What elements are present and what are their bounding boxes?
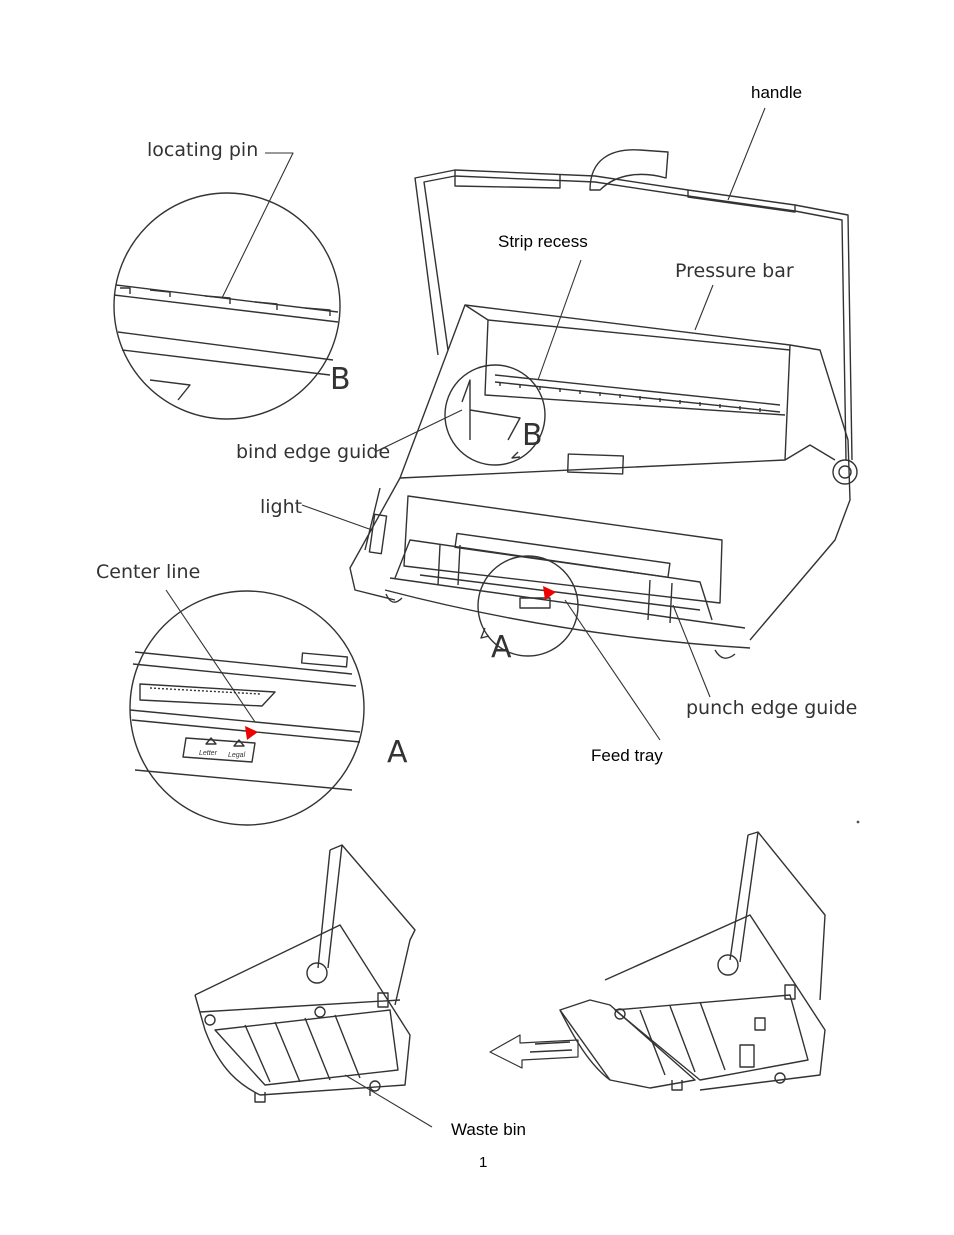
detail-b-indicator bbox=[444, 364, 546, 466]
waste-bin-label: Waste bin bbox=[451, 1120, 526, 1139]
bind-edge-guide-label: bind edge guide bbox=[236, 441, 391, 463]
center-marker-detail bbox=[245, 726, 258, 740]
machine-tilted-bin-open bbox=[559, 831, 826, 1091]
pressure-bar-label: Pressure bar bbox=[675, 260, 794, 282]
letter-size-label: Letter bbox=[199, 750, 217, 757]
zoom-circle-b bbox=[113, 192, 341, 420]
detail-a-marker-circle: A bbox=[387, 735, 408, 770]
machine-body bbox=[349, 304, 858, 659]
punch-edge-guide-label: punch edge guide bbox=[686, 697, 858, 719]
light-label: light bbox=[260, 496, 303, 518]
detail-a-indicator bbox=[477, 555, 579, 657]
locating-pin-label: locating pin bbox=[147, 139, 259, 161]
center-line-markers bbox=[245, 586, 556, 740]
legal-size-label: Legal bbox=[228, 752, 246, 759]
handle-label: handle bbox=[751, 83, 803, 102]
leader-lines bbox=[165, 107, 766, 1128]
detail-b-marker-machine: B bbox=[522, 418, 543, 453]
detail-a-marker-machine: A bbox=[491, 630, 512, 665]
center-line-label: Center line bbox=[96, 561, 201, 583]
machine-tilted-bin-closed bbox=[194, 844, 416, 1103]
handle-frame bbox=[414, 149, 853, 461]
page-number: 1 bbox=[479, 1154, 488, 1171]
strip-recess-label: Strip recess bbox=[498, 232, 588, 251]
zoom-circle-a bbox=[129, 590, 365, 826]
pull-out-arrow[interactable] bbox=[489, 1034, 579, 1069]
detail-b-marker-circle: B bbox=[330, 362, 351, 397]
feed-tray-label: Feed tray bbox=[591, 746, 663, 765]
center-marker-main bbox=[543, 586, 556, 600]
